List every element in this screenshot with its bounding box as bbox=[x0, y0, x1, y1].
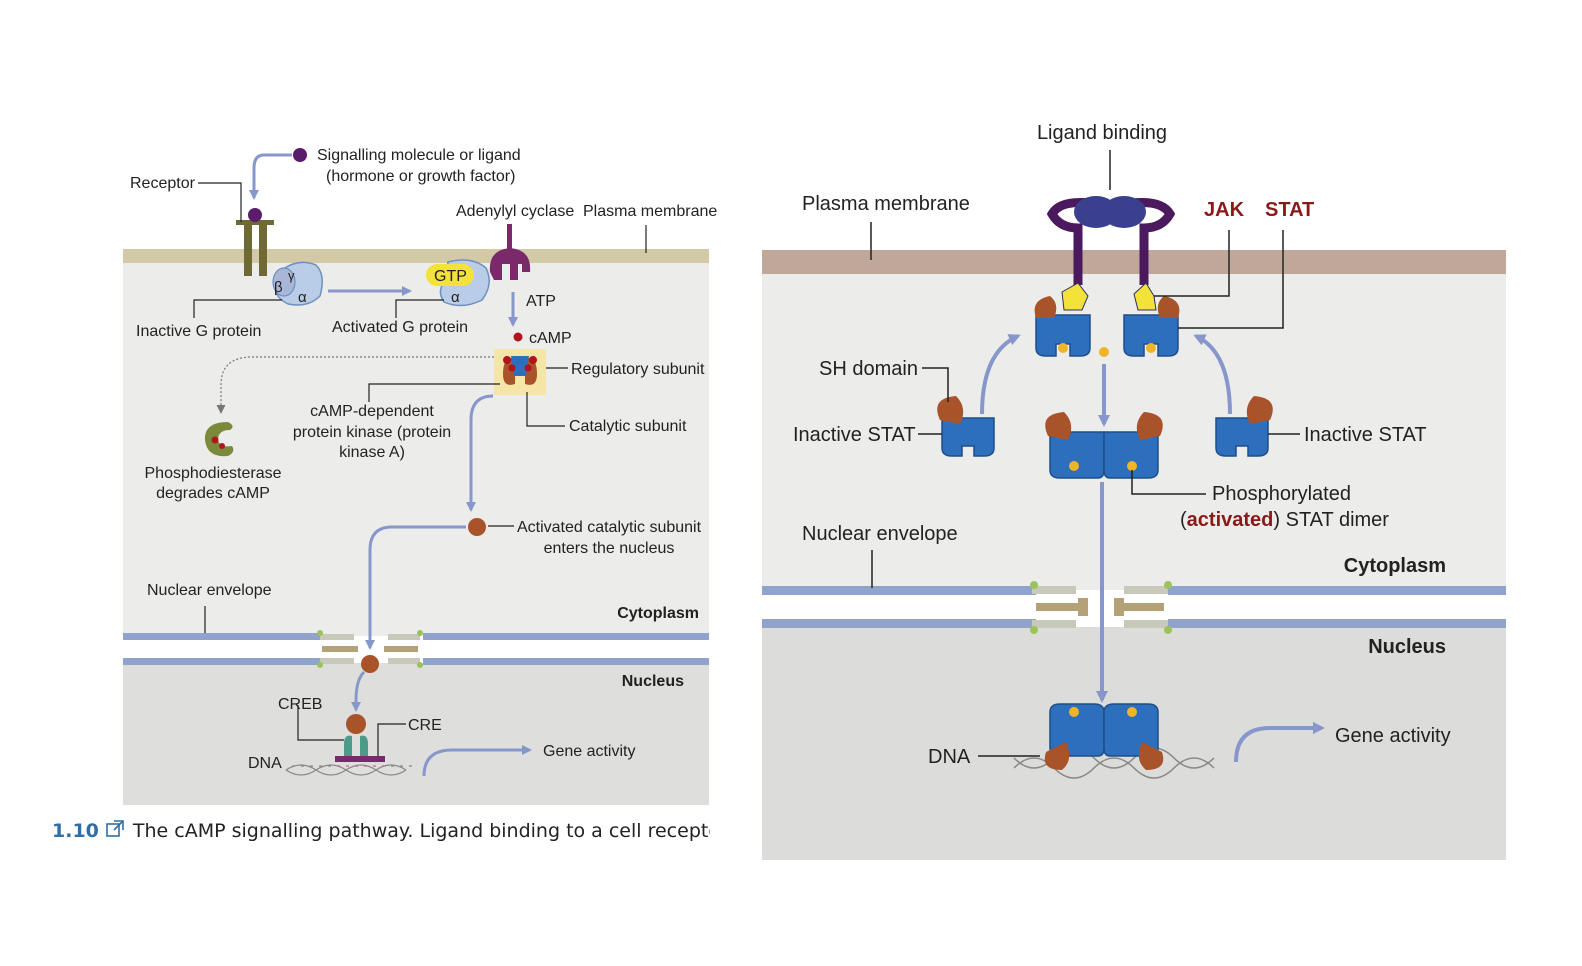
nucleus-label: Nucleus bbox=[622, 673, 684, 690]
phosphorylated-stat-dimer bbox=[1045, 412, 1163, 479]
cytoplasm-label-right: Cytoplasm bbox=[1344, 555, 1446, 577]
creb-catalytic bbox=[346, 714, 366, 734]
nuclear-envelope-right bbox=[762, 581, 1506, 634]
plasma-membrane bbox=[123, 249, 709, 263]
jak-stat-left bbox=[1034, 282, 1091, 357]
inactive-g-protein bbox=[272, 261, 323, 306]
inactive-stat-right bbox=[1215, 396, 1273, 457]
beta-label: β bbox=[274, 279, 283, 296]
nuclear-envelope-label-right: Nuclear envelope bbox=[802, 523, 958, 545]
ligand-label-line1: Signalling molecule or ligand bbox=[317, 147, 521, 164]
receptor bbox=[236, 208, 274, 276]
nucleus-region bbox=[123, 663, 709, 805]
camp-molecule bbox=[513, 332, 523, 342]
dna-bound-stat-dimer bbox=[1044, 703, 1164, 770]
cytoplasm-label: Cytoplasm bbox=[617, 605, 699, 622]
adenylyl-cyclase bbox=[489, 224, 531, 280]
activated-catalytic-subunit bbox=[468, 518, 486, 536]
activated-catalytic-label-line2: enters the nucleus bbox=[544, 540, 675, 557]
inactive-stat-left-label: Inactive STAT bbox=[793, 424, 916, 446]
creb-label: CREB bbox=[278, 696, 322, 713]
regulatory-subunit-label: Regulatory subunit bbox=[571, 361, 705, 378]
alpha-label: α bbox=[298, 289, 307, 306]
activated-word: activated bbox=[1187, 509, 1274, 531]
dna-strand bbox=[285, 764, 412, 776]
ligand-label-line2: (hormone or growth factor) bbox=[326, 168, 515, 185]
jak-stat-right bbox=[1123, 282, 1180, 357]
ligand-molecule bbox=[293, 148, 307, 162]
jak-label: JAK bbox=[1204, 199, 1245, 221]
alpha-label-activated: α bbox=[451, 289, 460, 306]
inactive-g-protein-label: Inactive G protein bbox=[136, 323, 261, 340]
gene-activity-label: Gene activity bbox=[543, 743, 635, 760]
creb-protein bbox=[344, 735, 368, 760]
pka-label-line3: kinase A) bbox=[339, 444, 405, 461]
figure-number: 1.10 bbox=[52, 820, 99, 842]
jak-stat-pathway-diagram: Ligand binding Plasma membrane JAK STAT … bbox=[762, 122, 1506, 860]
nucleus-label-right: Nucleus bbox=[1368, 636, 1446, 658]
plasma-membrane-label: Plasma membrane bbox=[583, 203, 717, 220]
camp-label: cAMP bbox=[529, 330, 572, 347]
caption-text: The cAMP signalling pathway. Ligand bind… bbox=[132, 820, 710, 842]
ligand-receptor-complex bbox=[1046, 196, 1176, 285]
gene-activity-label-right: Gene activity bbox=[1335, 725, 1451, 747]
receptor-label: Receptor bbox=[130, 175, 196, 192]
gamma-label: γ bbox=[288, 268, 295, 283]
activated-g-protein bbox=[426, 259, 490, 307]
pka-label-line2: protein kinase (protein bbox=[293, 424, 451, 441]
pka-label-line1: cAMP-dependent bbox=[310, 403, 434, 420]
plasma-membrane-label-right: Plasma membrane bbox=[802, 193, 970, 215]
plasma-membrane-right bbox=[762, 250, 1506, 274]
phos-dimer-text: ) STAT dimer bbox=[1273, 509, 1389, 531]
protein-kinase-a bbox=[503, 356, 537, 385]
external-link-icon[interactable] bbox=[105, 819, 125, 844]
stat-label: STAT bbox=[1265, 199, 1314, 221]
figure-caption: 1.10 The cAMP signalling pathway. Ligand … bbox=[52, 819, 710, 849]
nuclear-envelope bbox=[123, 630, 709, 668]
pde-label-line2: degrades cAMP bbox=[156, 485, 270, 502]
catalytic-subunit-at-pore bbox=[361, 655, 379, 673]
cre-element bbox=[335, 756, 385, 762]
phosphorylated-label-line2: (activated) STAT dimer bbox=[1180, 509, 1389, 531]
atp-label: ATP bbox=[526, 293, 556, 310]
phosphodiesterase bbox=[204, 422, 234, 457]
dna-label-right: DNA bbox=[928, 746, 971, 768]
inactive-stat-left bbox=[937, 396, 995, 457]
nuclear-envelope-label: Nuclear envelope bbox=[147, 582, 272, 599]
gtp-label: GTP bbox=[434, 268, 467, 285]
cre-label: CRE bbox=[408, 717, 442, 734]
activated-g-protein-label: Activated G protein bbox=[332, 319, 468, 336]
activated-catalytic-label-line1: Activated catalytic subunit bbox=[517, 519, 702, 536]
dna-label: DNA bbox=[248, 755, 282, 772]
adenylyl-cyclase-label: Adenylyl cyclase bbox=[456, 203, 574, 220]
camp-pathway-diagram: β γ α GTP α bbox=[123, 147, 717, 805]
phosphorylated-label-line1: Phosphorylated bbox=[1212, 483, 1351, 505]
phos-open-paren: ( bbox=[1180, 509, 1187, 531]
sh-domain-label: SH domain bbox=[819, 358, 918, 380]
phosphate-free bbox=[1099, 347, 1109, 357]
inactive-stat-right-label: Inactive STAT bbox=[1304, 424, 1427, 446]
ligand-binding-label: Ligand binding bbox=[1037, 122, 1167, 144]
catalytic-subunit-label: Catalytic subunit bbox=[569, 418, 687, 435]
pde-label-line1: Phosphodiesterase bbox=[145, 465, 282, 482]
